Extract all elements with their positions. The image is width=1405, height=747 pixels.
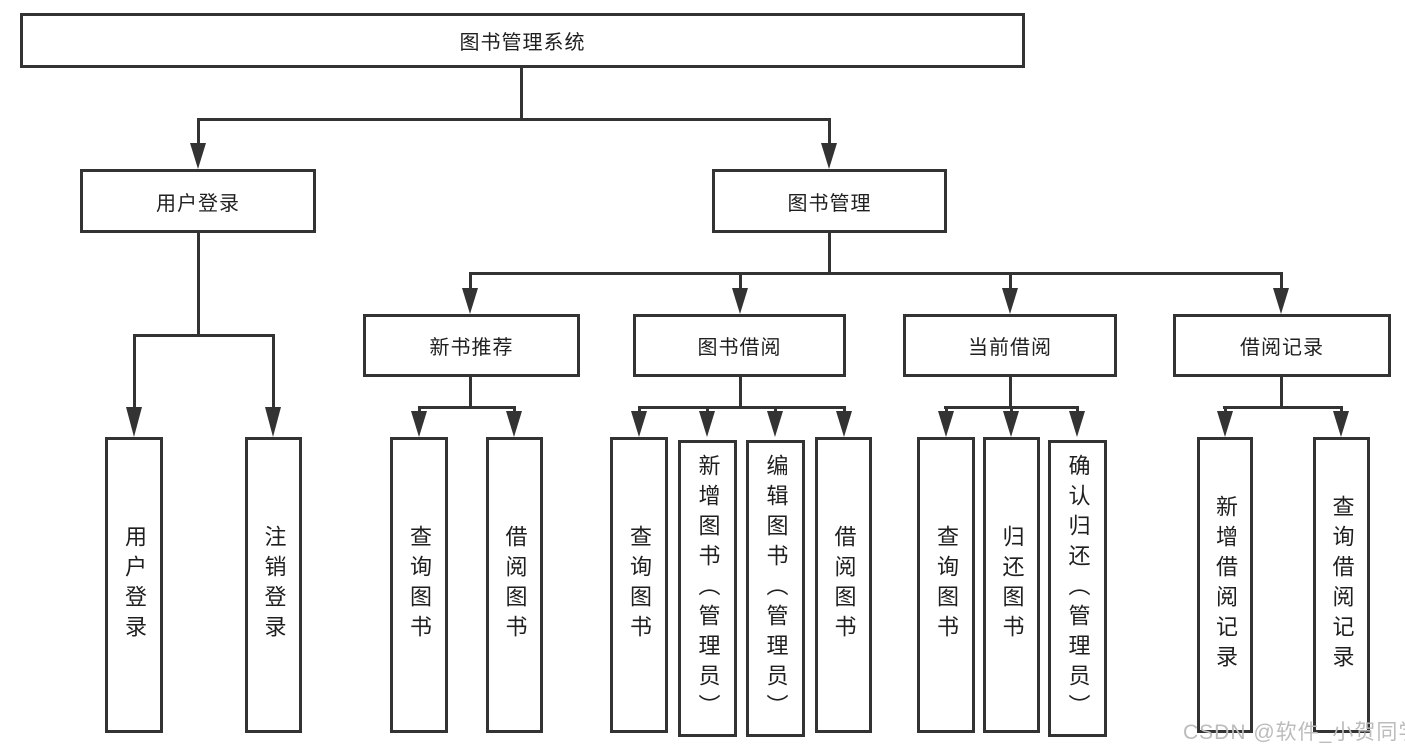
leaf-return-book: 归还图书 (983, 437, 1040, 733)
connector-bookborrow-hbar (638, 406, 845, 409)
connector-root-stem (520, 68, 523, 120)
arrow-to-leaf-edit-book (767, 411, 783, 437)
connector-to-borrowrecord-stem (1280, 274, 1283, 290)
node-borrow-record-label: 借阅记录 (1240, 337, 1324, 359)
arrow-to-leaf-query-record (1333, 411, 1349, 437)
arrow-to-leaf-add-book (699, 411, 715, 437)
arrow-to-leaf-query-book-2 (631, 411, 647, 437)
connector-root-to-userlogin-stem (197, 120, 200, 144)
csdn-watermark: CSDN @软件_小贺同学 (1183, 721, 1405, 744)
leaf-query-book-3: 查询图书 (917, 437, 975, 733)
connector-to-newbookrec-stem (469, 274, 472, 290)
connector-leaf-stem (1010, 406, 1013, 414)
node-user-login-label: 用户登录 (156, 192, 240, 215)
leaf-add-book: 新增图书（管理员） (678, 440, 737, 737)
leaf-query-book-2-label: 查询图书 (627, 525, 652, 645)
connector-to-bookborrow-stem (739, 274, 742, 290)
connector-root-hbar (197, 118, 831, 121)
connector-borrowrecord-stem (1280, 377, 1283, 408)
arrow-to-leaf-confirm-return (1069, 411, 1085, 437)
leaf-borrow-book-2-label: 借阅图书 (831, 525, 857, 645)
leaf-add-record: 新增借阅记录 (1197, 437, 1253, 733)
node-root-label: 图书管理系统 (459, 32, 586, 54)
connector-userlogin-hbar (133, 334, 275, 337)
arrow-to-book-borrow (732, 288, 748, 314)
leaf-query-book-2: 查询图书 (610, 437, 668, 733)
node-new-book-rec: 新书推荐 (363, 314, 580, 377)
connector-leaf-stem (706, 406, 709, 414)
connector-newbookrec-hbar (418, 406, 516, 409)
leaf-query-book-1-label: 查询图书 (407, 525, 432, 645)
arrow-to-current-borrow (1002, 288, 1018, 314)
arrow-to-new-book-rec (462, 288, 478, 314)
connector-leaf-stem (843, 406, 846, 414)
node-borrow-record: 借阅记录 (1173, 314, 1391, 377)
node-book-mgmt-label: 图书管理 (787, 192, 872, 215)
arrow-to-leaf-add-record (1217, 411, 1233, 437)
connector-borrowrecord-hbar (1223, 406, 1343, 409)
leaf-logout: 注销登录 (245, 437, 302, 733)
connector-newbookrec-stem (469, 377, 472, 408)
connector-to-currentborrow-stem (1009, 274, 1012, 290)
arrow-to-leaf-query-book-1 (411, 411, 427, 437)
leaf-borrow-book-1-label: 借阅图书 (502, 525, 528, 645)
leaf-user-login-label: 用户登录 (122, 525, 147, 645)
arrow-to-leaf-borrow-book-2 (836, 411, 852, 437)
leaf-query-book-3-label: 查询图书 (934, 525, 959, 645)
connector-root-to-bookmgmt-stem (828, 120, 831, 144)
arrow-to-borrow-record (1273, 288, 1289, 314)
leaf-confirm-return: 确认归还（管理员） (1048, 440, 1107, 737)
leaf-query-record: 查询借阅记录 (1313, 437, 1370, 733)
connector-bookmgmt-stem (828, 233, 831, 274)
leaf-user-login: 用户登录 (105, 437, 163, 733)
node-current-borrow-label: 当前借阅 (968, 337, 1052, 359)
leaf-query-book-1: 查询图书 (390, 437, 448, 733)
node-current-borrow: 当前借阅 (903, 314, 1117, 377)
node-book-borrow: 图书借阅 (633, 314, 846, 377)
connector-leaf-stem (1076, 406, 1079, 414)
leaf-add-record-label: 新增借阅记录 (1213, 495, 1238, 675)
arrow-to-leaf-return-book (1003, 411, 1019, 437)
connector-leaf-stem (1340, 406, 1343, 414)
leaf-borrow-book-1: 借阅图书 (486, 437, 543, 733)
node-new-book-rec-label: 新书推荐 (429, 337, 514, 359)
connector-leaf-stem (1224, 406, 1227, 414)
connector-leaf-stem (945, 406, 948, 414)
connector-leaf-stem (418, 406, 421, 414)
connector-bookmgmt-hbar (469, 272, 1283, 275)
connector-leaf-stem (638, 406, 641, 414)
arrow-to-leaf-query-book-3 (938, 411, 954, 437)
node-book-borrow-label: 图书借阅 (697, 337, 782, 359)
connector-to-leaf-userlogin-stem (133, 336, 136, 408)
arrow-to-leaf-borrow-book-1 (506, 411, 522, 437)
connector-currentborrow-stem (1009, 377, 1012, 408)
leaf-add-book-label: 新增图书（管理员） (695, 453, 721, 724)
arrow-to-book-mgmt (821, 143, 837, 169)
arrow-to-user-login (190, 143, 206, 169)
node-user-login: 用户登录 (80, 169, 316, 233)
node-book-mgmt: 图书管理 (712, 169, 947, 233)
connector-to-leaf-logout-stem (272, 336, 275, 408)
connector-bookborrow-stem (739, 377, 742, 408)
leaf-query-record-label: 查询借阅记录 (1329, 495, 1355, 675)
leaf-return-book-label: 归还图书 (999, 525, 1025, 645)
leaf-edit-book: 编辑图书（管理员） (746, 440, 805, 737)
node-root: 图书管理系统 (20, 13, 1025, 68)
leaf-edit-book-label: 编辑图书（管理员） (763, 453, 789, 724)
arrow-to-leaf-user-login (126, 407, 142, 437)
connector-leaf-stem (774, 406, 777, 414)
arrow-to-leaf-logout (265, 407, 281, 437)
connector-leaf-stem (513, 406, 516, 414)
connector-userlogin-stem (197, 233, 200, 336)
leaf-logout-label: 注销登录 (261, 525, 287, 645)
leaf-borrow-book-2: 借阅图书 (815, 437, 872, 733)
leaf-confirm-return-label: 确认归还（管理员） (1065, 453, 1091, 724)
